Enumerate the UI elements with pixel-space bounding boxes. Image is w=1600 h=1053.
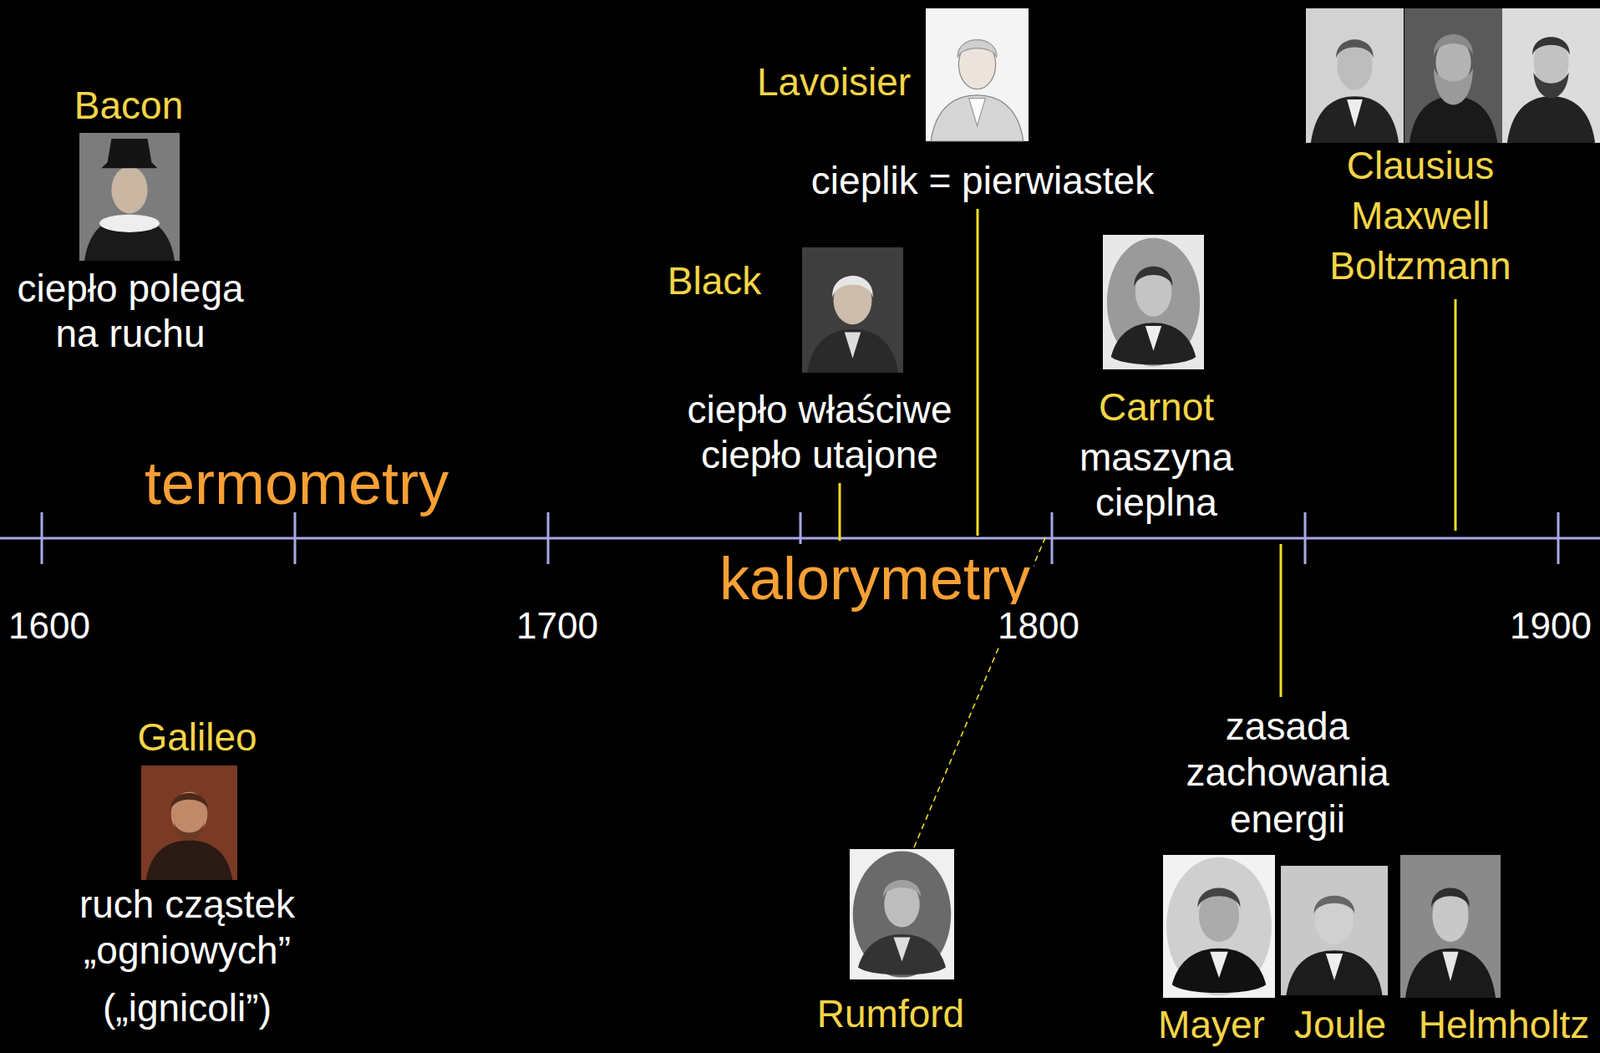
person-name: Joule bbox=[1294, 1001, 1387, 1047]
year-label: 1700 bbox=[513, 604, 602, 648]
portrait bbox=[925, 8, 1029, 142]
era-label: termometry bbox=[144, 448, 449, 519]
era-label: kalorymetry bbox=[716, 543, 1034, 614]
description: cieplik = pierwiastek bbox=[811, 157, 1154, 204]
axis-tick bbox=[294, 512, 297, 564]
portrait bbox=[1404, 8, 1503, 143]
person-name: Rumford bbox=[817, 990, 965, 1037]
portrait bbox=[802, 247, 904, 373]
description: ciepło polega na ruchu bbox=[9, 265, 252, 357]
description: maszyna cieplna bbox=[1079, 434, 1234, 526]
portrait bbox=[1102, 234, 1204, 370]
portrait bbox=[1400, 854, 1501, 998]
description: ruch cząstek „ogniowych” bbox=[61, 881, 313, 974]
portrait bbox=[1280, 865, 1388, 996]
leader-lines bbox=[839, 208, 1456, 848]
portrait bbox=[849, 848, 955, 980]
person-name: Galileo bbox=[137, 714, 257, 760]
description: ciepło właściwe ciepło utajone bbox=[673, 386, 966, 478]
portrait bbox=[1305, 8, 1404, 143]
axis-tick bbox=[1304, 512, 1307, 564]
description: zasada zachowania energii bbox=[1186, 703, 1390, 843]
person-name: Clausius Maxwell Boltzmann bbox=[1329, 141, 1511, 291]
leader-line bbox=[838, 482, 842, 541]
description: („ignicoli”) bbox=[102, 985, 272, 1031]
leader-line bbox=[976, 208, 980, 536]
leader-line bbox=[1454, 299, 1458, 531]
portrait bbox=[141, 765, 238, 880]
person-name: Mayer bbox=[1158, 1001, 1265, 1047]
person-name: Black bbox=[667, 258, 762, 304]
person-name: Carnot bbox=[1098, 384, 1214, 430]
year-label: 1600 bbox=[5, 604, 94, 648]
person-name: Bacon bbox=[74, 82, 183, 128]
person-name: Lavoisier bbox=[756, 59, 911, 105]
axis-tick bbox=[1051, 512, 1054, 564]
year-label: 1900 bbox=[1506, 604, 1595, 648]
axis-tick bbox=[547, 512, 550, 564]
year-label: 1800 bbox=[994, 604, 1083, 648]
axis-tick bbox=[1557, 512, 1560, 564]
person-name: Helmholtz bbox=[1418, 1001, 1590, 1047]
portrait bbox=[1502, 8, 1600, 143]
portrait bbox=[79, 132, 180, 261]
axis-tick bbox=[40, 512, 44, 564]
leader-line bbox=[1280, 543, 1283, 697]
portrait bbox=[1163, 854, 1275, 998]
